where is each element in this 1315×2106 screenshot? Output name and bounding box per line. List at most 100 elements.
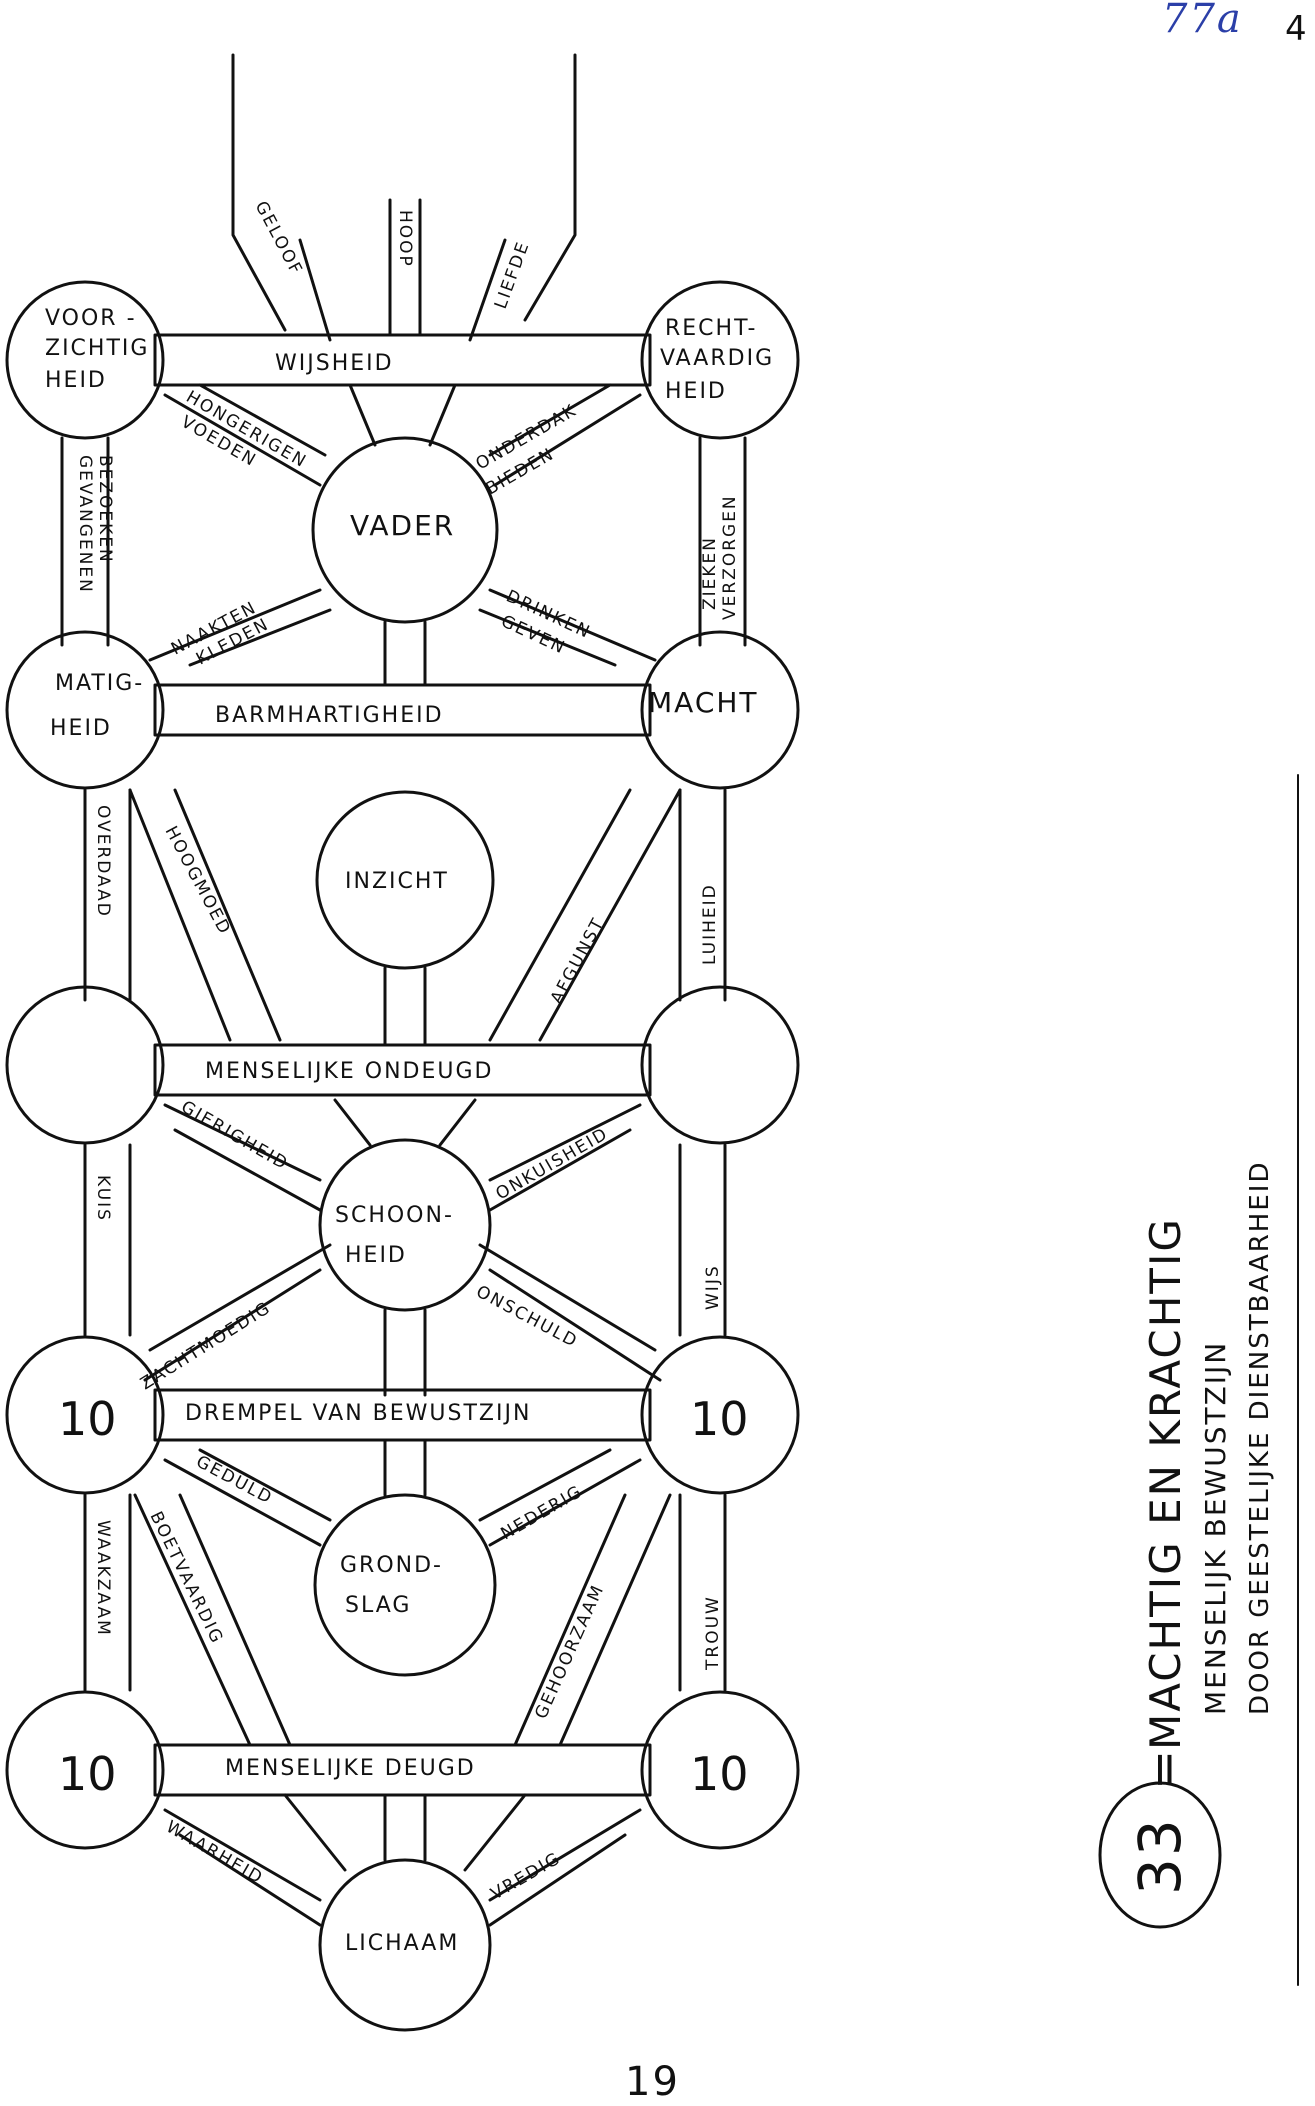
matigheid-circle: [5, 630, 165, 790]
path-waakzaam: WAAKZAAM: [93, 1520, 113, 1637]
label-geloof: GELOOF: [251, 198, 307, 279]
bar-drempel: DREMPEL VAN BEWUSTZIJN: [185, 1401, 531, 1426]
node-grondslag-l2: SLAG: [345, 1593, 411, 1618]
schoonheid-circle: [318, 1138, 492, 1312]
hoogmoed-path: [128, 788, 282, 1042]
path-vredig: VREDIG: [488, 1848, 565, 1904]
vredig-path: [488, 1808, 642, 1927]
bottom-right-rail: [678, 1493, 727, 1692]
inzicht-down: [383, 966, 427, 1047]
naakten-path: [148, 588, 332, 667]
node-ten-bottom-right: 10: [690, 1747, 749, 1801]
vader-to-inzicht: [383, 620, 427, 687]
path-geduld: GEDULD: [193, 1452, 277, 1509]
drempel-bar: [153, 1388, 652, 1442]
schoonheid-spoke-left: [333, 1098, 372, 1147]
bar-barmhartigheid: BARMHARTIGHEID: [215, 703, 444, 728]
drempel-right-circle: [640, 1335, 800, 1495]
node-lichaam: LICHAAM: [345, 1931, 459, 1956]
number-circle: [1098, 1781, 1222, 1929]
onschuld-path: [478, 1243, 662, 1382]
path-zieken-l1: ZIEKEN: [700, 536, 720, 610]
side-line2: MENSELIJK BEWUSTZIJN: [1199, 1341, 1232, 1715]
bottom-left-rail: [83, 1493, 132, 1692]
drempel-left-circle: [5, 1335, 165, 1495]
label-liefde: LIEFDE: [491, 238, 534, 311]
node-macht: MACHT: [648, 686, 759, 719]
node-ten-right: 10: [690, 1392, 749, 1446]
top-channel-left-wall: [231, 53, 287, 332]
hongerigen-path: [163, 383, 327, 487]
node-ten-bottom-left: 10: [58, 1747, 117, 1801]
lower-right-rail: [678, 1143, 727, 1337]
schoonheid-down: [383, 1308, 427, 1397]
deugd-left-circle: [5, 1690, 165, 1850]
node-vader: VADER: [350, 509, 455, 542]
wijsheid-bar: [153, 333, 652, 387]
inzicht-circle: [315, 790, 495, 970]
grondslag-circle: [313, 1493, 497, 1677]
corner-number: 4: [1285, 9, 1309, 49]
node-grondslag-l1: GROND-: [340, 1553, 443, 1578]
geduld-path: [163, 1448, 332, 1547]
side-equals: =: [1136, 1748, 1192, 1790]
mid-left-rail: [83, 788, 132, 1002]
bar-wijsheid: WIJSHEID: [275, 351, 394, 376]
vader-circle: [311, 436, 499, 624]
onderdak-path: [488, 383, 642, 487]
ondeugd-left-circle: [5, 985, 165, 1145]
vader-spoke-right: [428, 383, 457, 447]
macht-circle: [640, 630, 800, 790]
drinken-path: [478, 588, 657, 667]
path-boetvaardig: BOETVAARDIG: [146, 1508, 228, 1647]
bar-menselijke-ondeugd: MENSELIJKE ONDEUGD: [205, 1059, 493, 1084]
page-number: 19: [625, 2059, 680, 2105]
lower-left-rail: [83, 1143, 132, 1337]
waarheid-path: [163, 1808, 322, 1927]
path-zieken-l2: VERZORGEN: [720, 494, 740, 620]
path-overdaad: OVERDAAD: [93, 805, 113, 918]
path-trouw: TROUW: [703, 1595, 723, 1671]
side-title: MACHTIG EN KRACHTIG: [1141, 1217, 1190, 1750]
boetvaardig-path: [133, 1493, 292, 1747]
vader-spoke-left: [348, 383, 377, 447]
path-waarheid: WAARHEID: [163, 1817, 267, 1889]
drempel-spoke: [383, 1438, 427, 1497]
path-luiheid: LUIHEID: [700, 883, 720, 965]
path-onkuisheid: ONKUISHEID: [493, 1124, 613, 1205]
lichaam-spoke-right: [463, 1793, 527, 1872]
gehoorzaam-path: [513, 1493, 672, 1747]
onkuisheid-path: [488, 1103, 642, 1212]
deugd-right-circle: [640, 1690, 800, 1850]
path-gehoorzaam: GEHOORZAAM: [531, 1581, 608, 1722]
schoonheid-spoke-right: [438, 1098, 477, 1147]
node-inzicht: INZICHT: [345, 869, 449, 894]
path-gevangenen-l2: BEZOEKEN: [95, 455, 115, 564]
barmhartigheid-bar: [153, 683, 652, 737]
annotation-77a: 77a: [1162, 0, 1243, 42]
mid-right-rail: [678, 788, 727, 1002]
top-channel-right-wall: [523, 53, 577, 322]
afgunst-path: [488, 788, 682, 1042]
voorzichtigheid-circle: [5, 280, 165, 440]
path-gevangenen-l1: GEVANGENEN: [75, 455, 95, 594]
node-rechtvaardigheid-l3: HEID: [665, 379, 727, 404]
lichaam-circle: [318, 1858, 492, 2032]
menselijke-ondeugd-bar: [153, 1043, 652, 1097]
geloof-channel-inner: [298, 238, 332, 342]
bar-menselijke-deugd: MENSELIJKE DEUGD: [225, 1756, 476, 1781]
node-voorzichtigheid-l1: VOOR -: [45, 306, 137, 331]
label-hoop: HOOP: [395, 210, 415, 268]
upper-right-rail: [698, 436, 747, 647]
node-matigheid-l2: HEID: [50, 716, 112, 741]
upper-left-rail: [60, 436, 110, 647]
side-line3: DOOR GEESTELIJKE DIENSTBAARHEID: [1245, 1161, 1275, 1715]
zachtmoedig-path: [143, 1243, 332, 1382]
node-voorzichtigheid-l3: HEID: [45, 368, 107, 393]
node-rechtvaardigheid-l1: RECHT-: [665, 316, 757, 341]
node-rechtvaardigheid-l2: VAARDIG: [660, 346, 774, 371]
nederig-path: [478, 1448, 642, 1547]
node-schoonheid-l1: SCHOON-: [335, 1203, 454, 1228]
node-ten-left: 10: [58, 1392, 117, 1446]
